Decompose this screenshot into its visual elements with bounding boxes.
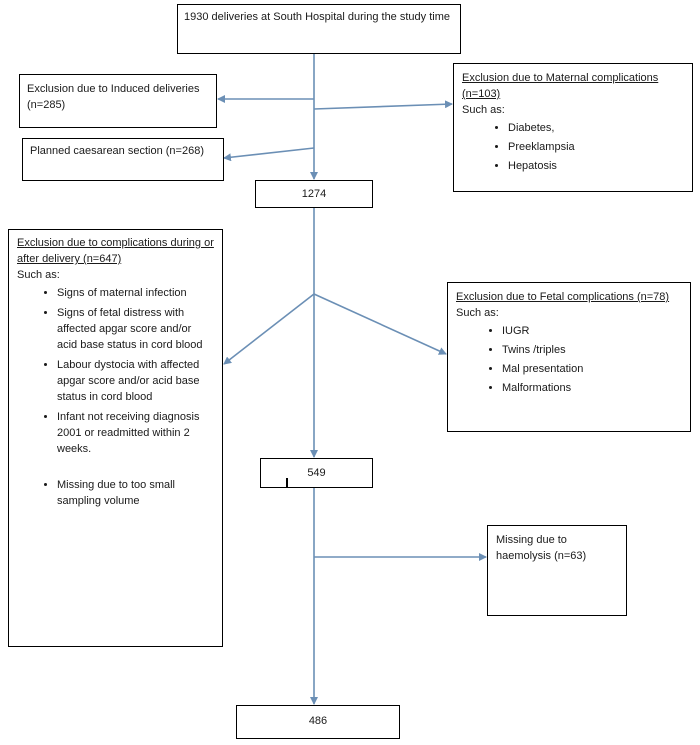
count-486-box: 486 (236, 705, 400, 739)
fetal-title: Exclusion due to Fetal complications (n=… (456, 291, 670, 303)
count-486: 486 (308, 715, 328, 727)
fetal-box: Exclusion due to Fetal complications (n=… (447, 282, 691, 432)
list-item: Signs of fetal distress with affected ap… (57, 305, 214, 353)
count-549: 549 (307, 467, 326, 479)
missing-box: Missing due to haemolysis (n=63) (487, 525, 627, 616)
delivery-list: Signs of maternal infection Signs of fet… (17, 285, 214, 509)
induced-box: Exclusion due to Induced deliveries (n=2… (19, 74, 217, 128)
planned-box: Planned caesarean section (n=268) (22, 138, 224, 181)
delivery-title: Exclusion due to complications during or… (17, 237, 214, 265)
fetal-such-as: Such as: (456, 307, 499, 319)
count-1274-box: 1274 (255, 180, 373, 208)
text-cursor (286, 478, 288, 488)
planned-text: Planned caesarean section (n=268) (30, 145, 204, 157)
list-item: Mal presentation (502, 361, 682, 377)
list-item: Missing due to too small sampling volume (57, 477, 214, 509)
list-item: Signs of maternal infection (57, 285, 214, 301)
arrow-to-fetal (313, 293, 447, 355)
delivery-such-as: Such as: (17, 269, 60, 281)
list-item: Preeklampsia (508, 139, 684, 155)
maternal-title: Exclusion due to Maternal complications … (462, 72, 659, 100)
induced-text: Exclusion due to Induced deliveries (n=2… (27, 83, 200, 111)
fetal-list: IUGR Twins /triples Mal presentation Mal… (456, 323, 682, 396)
arrow-to-delivery (223, 293, 315, 365)
start-box: 1930 deliveries at South Hospital during… (177, 4, 461, 54)
count-1274: 1274 (301, 188, 327, 200)
missing-text: Missing due to haemolysis (n=63) (496, 534, 587, 562)
delivery-box: Exclusion due to complications during or… (8, 229, 223, 647)
maternal-list: Diabetes, Preeklampsia Hepatosis (462, 120, 684, 174)
arrow-to-planned (223, 147, 315, 162)
list-item: Hepatosis (508, 158, 684, 174)
list-item: Labour dystocia with affected apgar scor… (57, 357, 214, 405)
maternal-such-as: Such as: (462, 104, 505, 116)
list-item: Malformations (502, 380, 682, 396)
maternal-box: Exclusion due to Maternal complications … (453, 63, 693, 192)
arrow-to-maternal (313, 100, 453, 110)
count-549-box: 549 (260, 458, 373, 488)
list-item: Infant not receiving diagnosis 2001 or r… (57, 409, 214, 457)
start-text: 1930 deliveries at South Hospital during… (184, 11, 450, 23)
list-item: IUGR (502, 323, 682, 339)
list-item: Twins /triples (502, 342, 682, 358)
list-item: Diabetes, (508, 120, 684, 136)
